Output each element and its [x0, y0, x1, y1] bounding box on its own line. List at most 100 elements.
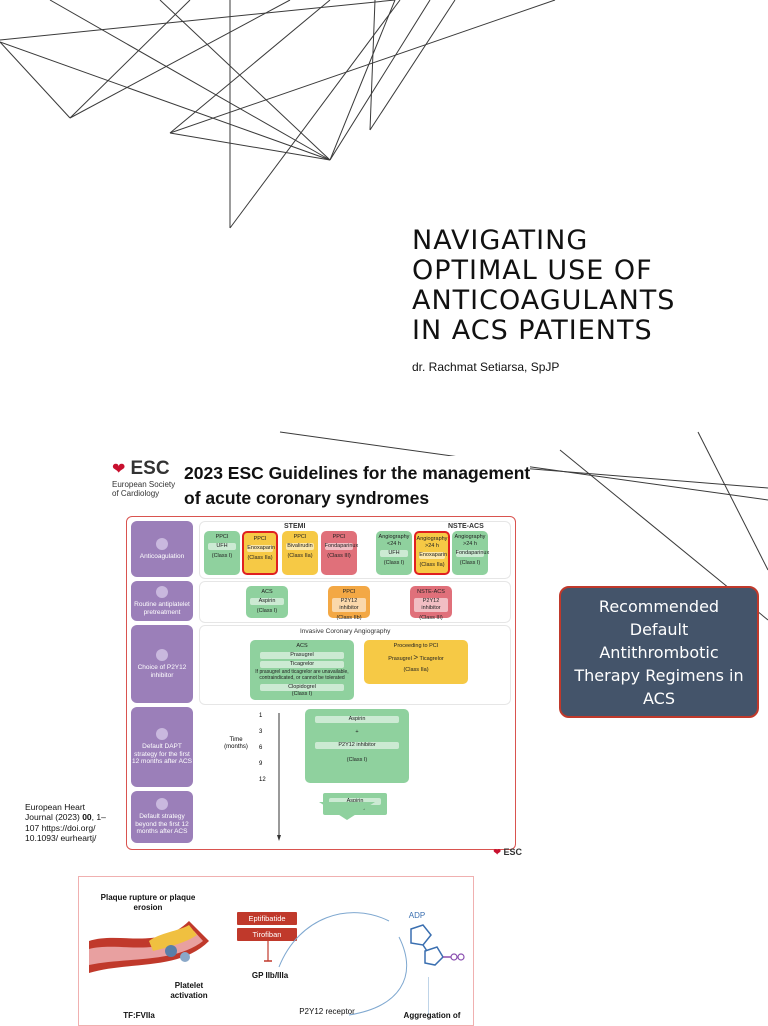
regimen-pill: PPCI Enoxaparin (Class IIa)	[242, 531, 278, 575]
pill-class: (Class III)	[419, 615, 443, 621]
row-label-text: Default DAPT strategy for the first 12 m…	[132, 743, 192, 766]
citation-journal: European Heart Journal (2023)	[25, 802, 86, 823]
pill-class: (Class IIa)	[247, 555, 273, 561]
row-icon	[156, 798, 168, 811]
pretreatment-row: ACS Aspirin (Class I) PPCI P2Y12 inhibitor (C…	[199, 581, 511, 623]
nste-header: NSTE-ACS	[448, 523, 484, 530]
regimen-pill: PPCI Fondaparinux (Class III)	[321, 531, 359, 575]
box-title: Proceeding to PCI	[393, 643, 439, 649]
pill-title: ACS	[261, 589, 273, 595]
plus-sign: +	[355, 729, 359, 735]
pill-class: (Class IIa)	[419, 562, 445, 568]
pill-class: (Class IIb)	[336, 615, 362, 621]
stemi-header: STEMI	[284, 523, 306, 530]
title-line: NAVIGATING	[412, 225, 589, 256]
pill-title: Angiography >24 h	[416, 536, 448, 549]
time-tick: 1	[259, 713, 263, 719]
pill-drug: P2Y12 inhibitor	[414, 598, 448, 612]
pill-class: (Class IIa)	[287, 553, 313, 559]
comparator: >	[413, 653, 419, 662]
time-tick: 9	[259, 761, 263, 767]
plaque-label: Plaque rupture or plaque erosion	[100, 893, 196, 912]
footer-logo-text: ESC	[503, 847, 522, 857]
pill-drug: UFH	[207, 543, 237, 550]
drug-eptifibatide: Eptifibatide	[237, 912, 297, 925]
row-icon	[156, 728, 168, 741]
pill-title: PPCI	[215, 534, 229, 540]
aggregation-label: Aggregation of	[403, 1011, 461, 1020]
p2y12-receptor-label: P2Y12 receptor	[299, 1007, 355, 1016]
drug-ticagrelor: Ticagrelor	[419, 656, 444, 662]
p2y12-row: Invasive Coronary Angiography ACS Prasug…	[199, 625, 511, 705]
regimen-pill: PPCI P2Y12 inhibitor (Class IIb)	[328, 586, 370, 621]
callout-box: Recommended Default Antithrombotic Thera…	[559, 586, 759, 718]
citation-pages: , 1–107	[25, 812, 106, 833]
adp-label: ADP	[408, 911, 426, 920]
regimen-pill: PPCI UFH (Class I)	[204, 531, 240, 575]
time-tick: 3	[259, 729, 263, 735]
pill-class: (Class I)	[459, 560, 481, 566]
row-label-text: Default strategy beyond the first 12 mon…	[135, 813, 189, 836]
tf-fviia-label: TF:FVIIa	[123, 1011, 155, 1020]
author-name: dr. Rachmat Setiarsa, SpJP	[412, 360, 560, 374]
regimen-pill: Angiography >24 h Enoxaparin (Class IIa)	[414, 531, 450, 575]
drug-prasugrel: Prasugrel	[260, 652, 344, 659]
row-label-text: Choice of P2Y12 inhibitor	[137, 664, 187, 679]
cycle-arrows	[278, 912, 429, 1016]
row-label-text: Anticoagulation	[139, 552, 185, 560]
guideline-table: Anticoagulation STEMI NSTE-ACS PPCI UFH (C…	[126, 516, 516, 850]
gp-receptor-label: GP IIb/IIIa	[251, 971, 289, 980]
box-title: ACS	[296, 643, 308, 649]
regimen-pill: ACS Aspirin (Class I)	[246, 586, 288, 618]
pill-drug: P2Y12 inhibitor	[332, 598, 366, 612]
pill-title: PPCI	[332, 534, 346, 540]
row-icon	[156, 537, 168, 550]
esc-society-name: European Society of Cardiology	[112, 480, 176, 498]
pill-drug: Aspirin	[250, 598, 284, 605]
title-slide: NAVIGATING OPTIMAL USE OF ANTICOAGULANTS…	[0, 0, 768, 420]
pill-drug: Enoxaparin	[247, 545, 276, 552]
platelet-activation-label: Platelet activation	[170, 981, 208, 1000]
pill-drug: Enoxaparin	[419, 552, 448, 559]
pill-title: PPCI	[342, 589, 356, 595]
angio-header: Invasive Coronary Angiography	[300, 628, 391, 635]
drug-p2y12-inhibitor: P2Y12 inhibitor	[315, 742, 399, 749]
box-note: If prasugrel and ticagrelor are unavaila…	[255, 669, 349, 681]
class-label: (Class I)	[291, 691, 313, 697]
pill-drug: Fondaparinux	[455, 550, 490, 557]
heart-icon: ❤	[112, 459, 126, 478]
drug-clopidogrel: Clopidogrel	[260, 684, 344, 691]
row-label-pretreatment: Routine antiplatelet pretreatment	[131, 581, 193, 621]
anticoagulation-row: STEMI NSTE-ACS PPCI UFH (Class I) PPCI Enoxa…	[199, 521, 511, 579]
timeline-arrow	[277, 713, 281, 841]
esc-footer-logo: ❤ ESC	[493, 847, 522, 858]
pill-class: (Class I)	[211, 553, 233, 559]
citation-volume: 00	[82, 812, 92, 823]
row-icon	[156, 586, 168, 598]
time-tick: 12	[259, 777, 266, 783]
pill-drug: UFH	[379, 550, 409, 557]
pill-drug: Fondaparinux	[324, 543, 359, 550]
pill-title: PPCI	[253, 536, 267, 542]
row-label-dapt: Default DAPT strategy for the first 12 m…	[131, 707, 193, 787]
pill-class: (Class I)	[256, 608, 278, 614]
pill-class: (Class III)	[327, 553, 351, 559]
time-tick: 6	[259, 745, 263, 751]
callout-text: Recommended Default Antithrombotic Thera…	[574, 596, 744, 708]
esc-logo: ❤ ESC European Society of Cardiology	[112, 458, 182, 498]
class-label: (Class IIa)	[403, 667, 429, 673]
class-label: (Class I)	[346, 757, 368, 763]
drug-ticagrelor: Ticagrelor	[260, 661, 344, 668]
dapt-box: Aspirin + P2Y12 inhibitor (Class I)	[305, 709, 409, 783]
pill-title: PPCI	[293, 534, 307, 540]
vessel-illustration	[89, 921, 209, 973]
p2y12-pci-box: Proceeding to PCI Prasugrel > Ticagrelor…	[364, 640, 468, 684]
title-line: IN ACS PATIENTS	[412, 315, 653, 346]
row-label-p2y12: Choice of P2Y12 inhibitor	[131, 625, 193, 703]
